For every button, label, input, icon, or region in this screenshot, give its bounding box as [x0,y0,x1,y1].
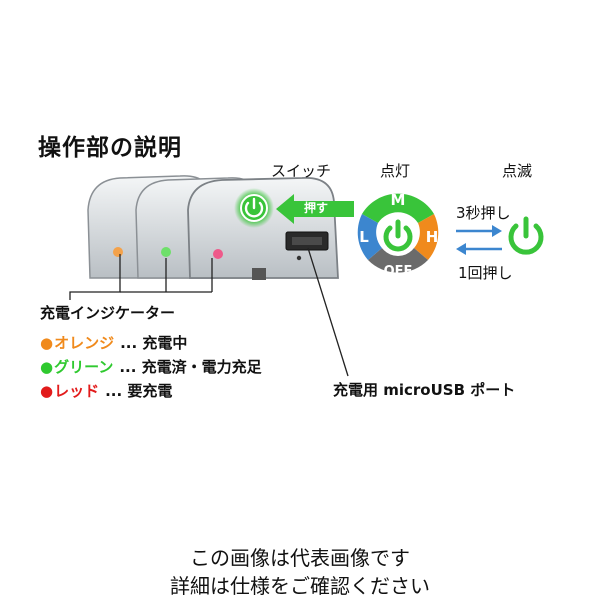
hold-label: 3秒押し [456,204,511,222]
indicator-title: 充電インジケーター [40,304,176,322]
mode-h-segment [414,214,439,260]
page-title: 操作部の説明 [38,135,182,161]
led-red-icon [213,249,223,259]
power-icon [244,197,264,218]
usb-port-label: 充電用 microUSB ポート [333,381,516,399]
blink-label: 点滅 [502,162,533,180]
legend-green: ●グリーン... 充電済・電力充足 [40,358,262,376]
mode-off-segment [368,248,428,273]
footer-line-2: 詳細は仕様をご確認ください [170,574,430,598]
green-dot-icon: ● [40,358,54,376]
mode-h-text: H [426,228,439,246]
power-icon [383,219,413,252]
push-arrow-icon [276,194,354,224]
mode-l-text: L [359,228,369,246]
press-label: 1回押し [458,264,513,282]
mode-m-text: M [391,191,406,209]
bottom-clip [252,268,266,280]
blink-power-icon [508,216,544,255]
mode-m-segment [362,193,434,223]
orange-dot-icon: ● [40,334,54,352]
mode-l-segment [357,214,382,260]
light-on-label: 点灯 [380,162,411,180]
led-green-icon [161,247,171,257]
push-label: 押す [304,201,329,215]
legend-orange: ●オレンジ... 充電中 [40,334,188,352]
red-dot-icon: ● [40,382,54,400]
footer-line-1: この画像は代表画像です [190,546,410,570]
mode-off-text: OFF [384,264,413,279]
toggle-arrows-icon [456,225,502,255]
legend-red: ●レッド... 要充電 [40,382,173,400]
switch-label: スイッチ [271,162,332,180]
mode-ring: M L H OFF [357,191,439,279]
